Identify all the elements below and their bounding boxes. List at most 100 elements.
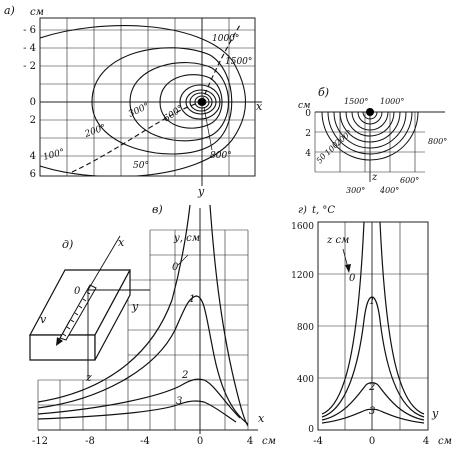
panel-d: д) x y z 0 v (28, 235, 150, 384)
panel-g-label-0: 0 (349, 273, 356, 284)
panel-b-isotherms (321, 112, 419, 161)
panel-a-tick-3: 0 (30, 97, 36, 108)
panel-v-curve-2 (38, 378, 241, 419)
isotherm-label-1500: 1500° (225, 57, 252, 67)
isotherm-label-600: 600° (162, 104, 186, 125)
panel-v-curve-0-leader (177, 254, 189, 266)
panel-v-label-0: 0 (172, 262, 179, 273)
panel-a-x-axis-label: x (256, 100, 263, 113)
panel-a-tick-4: 2 (30, 115, 36, 126)
panel-v-tick-2: -4 (140, 436, 150, 447)
panel-a-unit-label: см (30, 7, 44, 18)
panel-g-grid (317, 221, 429, 431)
isotherm-800-leader (203, 106, 213, 151)
panel-g-label-3: 3 (369, 406, 375, 417)
panel-b-tick-2: 4 (305, 149, 311, 159)
panel-v-tick-1: -8 (85, 436, 95, 447)
panel-v-label-2: 2 (181, 370, 188, 381)
panel-b: б) см 0 2 4 z 1500° (298, 86, 447, 195)
panel-g-tick-4: 0 (308, 425, 314, 435)
panel-b-label-300: 300° (346, 186, 365, 195)
panel-g-curve-0 (321, 222, 425, 415)
panel-v-x-unit: см (262, 436, 276, 447)
panel-g-xtick-1: 0 (369, 436, 375, 447)
panel-d-velocity-label: v (40, 313, 47, 326)
panel-a-tick-5: 4 (30, 151, 36, 162)
panel-d-y-axis-label: y (131, 300, 139, 313)
panel-g-x-unit: см (438, 436, 452, 447)
panel-g-letter: г) (298, 205, 307, 216)
panel-a-tick-2: - 2 (23, 61, 36, 72)
isotherm-label-1000: 1000° (212, 34, 239, 44)
panel-v-letter: в) (152, 203, 163, 216)
panel-g-z-arrowhead (345, 264, 351, 273)
panel-v-x-ticks: -12 -8 -4 0 4 (32, 436, 253, 447)
panel-g-xtick-2: 4 (423, 436, 429, 447)
panel-g-curve-2 (321, 382, 425, 421)
panel-v-curve-labels: 0 1 2 3 (172, 262, 195, 407)
isotherm-label-800: 800° (210, 151, 232, 161)
panel-b-z-axis-label: z (371, 172, 378, 183)
panel-g-tick-3: 400 (297, 375, 314, 385)
panel-g-z-label: z см (326, 235, 349, 246)
panel-g-curve-1 (321, 296, 425, 418)
panel-a-y-ticks: - 6 - 4 - 2 0 2 4 6 (23, 25, 36, 180)
panel-g-tick-2: 800 (297, 323, 314, 333)
panel-b-unit-label: см (298, 101, 311, 111)
panel-g-x-ticks: -4 0 4 (313, 436, 429, 447)
panel-a-tick-6: 6 (30, 169, 36, 180)
panel-g-y-axis-label: y (431, 407, 439, 420)
panel-v-tick-3: 0 (197, 436, 203, 447)
panel-a-heat-source (198, 98, 206, 106)
panel-d-letter: д) (62, 238, 73, 251)
panel-a-tick-1: - 4 (23, 43, 36, 54)
panel-v-curve-1 (38, 295, 248, 425)
isotherm-label-200: 200° (83, 123, 108, 140)
panel-b-label-800: 800° (428, 137, 447, 146)
panel-a-isotherms (40, 24, 247, 176)
panel-g: г) t, °С 1600 1200 800 400 0 z см 0 1 (291, 205, 452, 447)
panel-d-x-axis-label: x (118, 236, 125, 249)
panel-v-x-axis-label: x (258, 412, 265, 425)
panel-g-tick-0: 1600 (291, 222, 314, 232)
panel-g-label-2: 2 (368, 382, 375, 393)
panel-v-label-3: 3 (176, 396, 182, 407)
panel-v-tick-0: -12 (32, 436, 48, 447)
panel-v-grid (37, 208, 258, 434)
isotherm-label-100: 100° (42, 148, 66, 163)
panel-b-heat-source (366, 108, 374, 116)
panel-a: а) см (4, 4, 263, 198)
panel-b-label-1500: 1500° (344, 97, 368, 106)
panel-d-weld-bead (59, 284, 97, 341)
panel-b-letter: б) (318, 86, 329, 99)
panel-d-origin-label: 0 (74, 286, 81, 297)
panel-b-label-400: 400° (379, 186, 399, 195)
panel-g-curve-3 (321, 408, 425, 424)
panel-b-label-600: 600° (400, 176, 419, 185)
panel-g-label-1: 1 (369, 296, 375, 307)
panel-g-tick-1: 1200 (291, 271, 314, 281)
panel-v-y-axis-label: у, см (173, 233, 200, 244)
panel-v-curve-0 (38, 205, 248, 427)
panel-g-t-ticks: 1600 1200 800 400 0 (291, 222, 314, 435)
isotherm-label-50: 50° (133, 161, 149, 171)
panel-a-y-axis-label: y (197, 185, 205, 198)
panel-v-curve-3 (38, 400, 237, 423)
panel-b-tick-1: 2 (305, 129, 311, 139)
panel-g-curves (321, 222, 425, 424)
panel-g-curve-labels: 0 1 2 3 (349, 273, 375, 417)
panel-a-tick-0: - 6 (23, 25, 36, 36)
panel-b-label-1000: 1000° (380, 97, 404, 106)
panel-g-t-axis-label: t, °С (312, 205, 335, 216)
panel-a-letter: а) (4, 4, 15, 17)
panel-v: в) у, см 0 1 2 3 x (32, 203, 276, 447)
panel-b-tick-0: 0 (305, 109, 311, 119)
panel-d-velocity-arrowhead (56, 337, 63, 346)
panel-d-z-axis-label: z (85, 371, 92, 384)
panel-v-curves (38, 205, 248, 427)
isotherm-label-300: 300° (127, 101, 151, 119)
panel-d-axes (57, 235, 150, 380)
panel-v-tick-4: 4 (247, 436, 253, 447)
panel-b-y-ticks: 0 2 4 (305, 109, 311, 159)
